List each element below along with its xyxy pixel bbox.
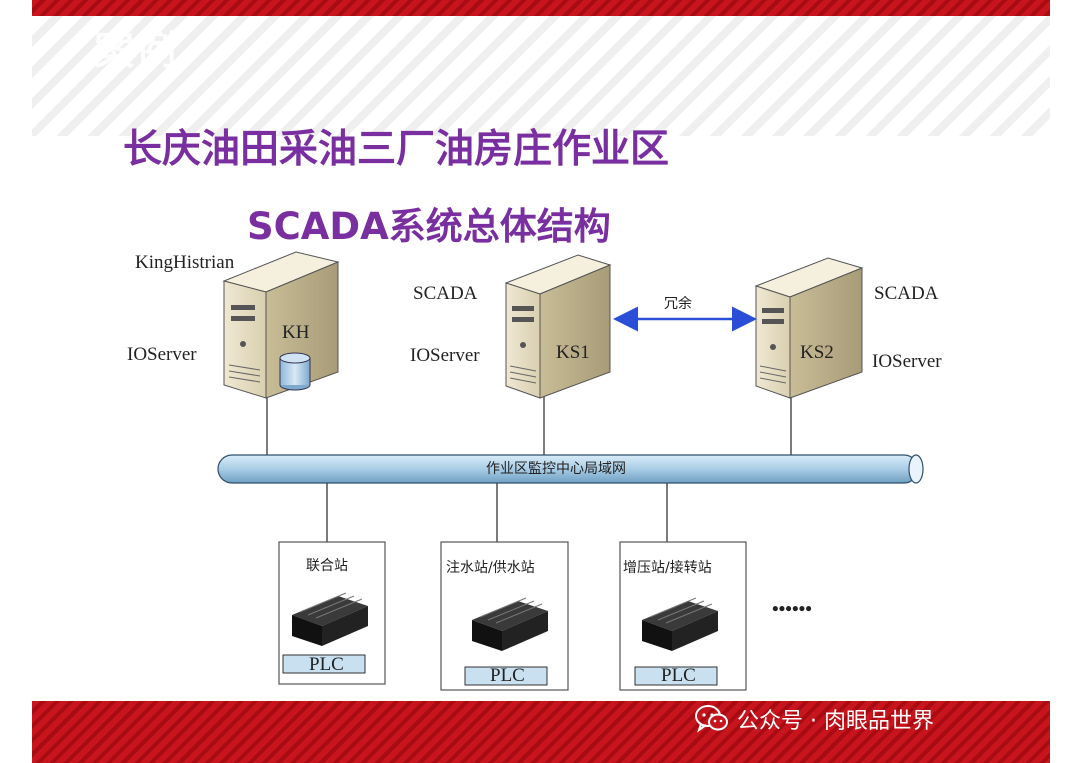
kh-bottom-label: IOServer [127,344,197,365]
more-stations-ellipsis: •••••• [772,599,812,620]
watermark-text: 公众号 · 肉眼品世界 [737,709,934,734]
header-stripes [32,16,1050,136]
kh-box-label: KH [282,322,310,343]
ks1-box-label: KS1 [556,342,590,363]
station-box-3 [619,541,747,691]
slide-title: 长庆油田采油三厂油房庄作业区 [123,127,670,172]
kh-top-label: KingHistrian [135,252,235,273]
station-box-1 [278,541,386,685]
bottom-red-band [32,701,1050,763]
wechat-icon [695,705,728,733]
station2-plc: PLC [490,665,525,686]
server-ks2 [754,257,864,399]
ks2-box-label: KS2 [800,342,834,363]
station1-plc: PLC [309,654,344,675]
plc-rack-icon [642,597,718,651]
watermark: 公众号 · 肉眼品世界 [695,702,934,736]
ks1-bottom-label: IOServer [410,345,480,366]
corner-mark: 案例 [94,28,178,74]
station3-name: 增压站/接转站 [623,559,712,576]
station1-name: 联合站 [306,558,348,574]
ks1-top-label: SCADA [413,283,478,304]
station2-name: 注水站/供水站 [446,560,535,576]
slide-subtitle: SCADA系统总体结构 [247,205,611,248]
server-ks1 [504,254,612,399]
ks2-top-label: SCADA [874,283,939,304]
redundancy-label: 冗余 [664,295,692,312]
plc-rack-icon [292,592,368,646]
top-red-band [32,0,1050,16]
plc-rack-icon [472,597,548,651]
ks2-bottom-label: IOServer [872,351,942,372]
lan-bus [217,454,924,484]
station-box-2 [440,541,569,691]
server-kh [222,251,340,399]
lan-label: 作业区監控中心局域网 [486,460,626,477]
station3-plc: PLC [661,665,696,686]
slide: 案例 [32,0,1050,763]
